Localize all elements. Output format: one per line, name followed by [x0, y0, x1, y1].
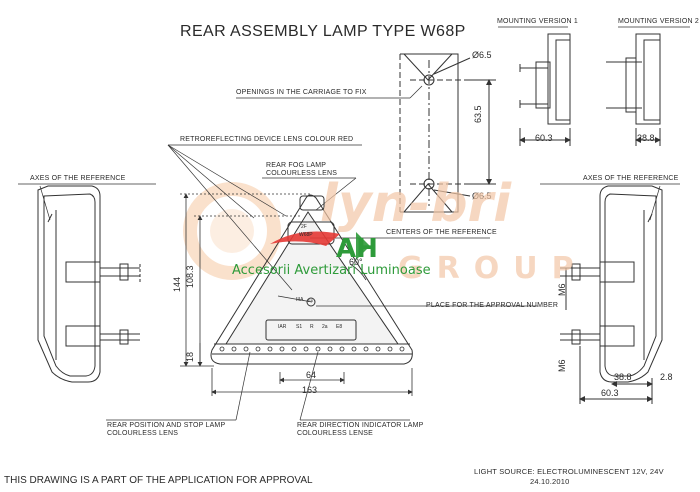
- dim-right-3: 60.3: [601, 388, 619, 398]
- lamp-dimensions: [180, 193, 413, 396]
- lamp-led: [255, 346, 261, 352]
- dim-base-total: 163: [302, 385, 318, 395]
- lamp-mark-approval-circle: E8: [308, 298, 313, 303]
- dim-base-inner: 64: [306, 370, 317, 380]
- lamp-led: [327, 346, 333, 352]
- dim-right-2: 2.8: [660, 372, 673, 382]
- dim-spacing: 63.5: [473, 105, 483, 123]
- footer-approval-note: THIS DRAWING IS A PART OF THE APPLICATIO…: [4, 475, 313, 486]
- drawing-title: REAR ASSEMBLY LAMP TYPE W68P: [180, 23, 466, 40]
- mounting-v1-label: MOUNTING VERSION 1: [497, 18, 578, 25]
- lamp-led: [291, 346, 297, 352]
- dim-hole-top: Ø6.5: [472, 50, 492, 60]
- lamp-led: [315, 346, 321, 352]
- retroreflecting-label: RETROREFLECTING DEVICE LENS COLOUR RED: [180, 136, 354, 143]
- dim-thread-2: M6: [557, 359, 567, 372]
- lamp-led: [219, 346, 225, 352]
- fog-lens-label: COLOURLESS LENS: [266, 170, 338, 177]
- dim-height-low: 18: [185, 351, 195, 362]
- watermark-brand: lyn-bri: [320, 174, 512, 234]
- lamp-mark-5: E8: [336, 324, 343, 330]
- mounting-v1-view: [519, 33, 571, 146]
- lamp-front-view: [210, 194, 413, 365]
- leader-lines: [18, 26, 690, 421]
- dim-height-total: 144: [172, 276, 182, 292]
- lamp-led: [363, 346, 369, 352]
- openings-label: OPENINGS IN THE CARRIAGE TO FIX: [236, 89, 367, 96]
- dim-v2-width: 38.8: [637, 133, 655, 143]
- watermark-ah-logo: [270, 231, 370, 260]
- left-side-view: [37, 185, 141, 383]
- direction-lens-label: COLOURLESS LENSE: [297, 430, 373, 437]
- lamp-mark-top1: 2F: [301, 224, 307, 230]
- approval-place-label: PLACE FOR THE APPROVAL NUMBER: [426, 302, 559, 309]
- footer-light-source: LIGHT SOURCE: ELECTROLUMINESCENT 12V, 24…: [474, 467, 664, 476]
- lamp-mark-approval: IIIA: [296, 297, 304, 303]
- fog-lamp-label: REAR FOG LAMP: [266, 162, 327, 169]
- position-lamp-label: REAR POSITION AND STOP LAMP: [107, 422, 226, 429]
- dim-hole-bottom: Ø6.5: [472, 191, 492, 201]
- lamp-led: [387, 346, 393, 352]
- lamp-mark-1: IAR: [278, 324, 287, 330]
- footer-date: 24.10.2010: [530, 477, 570, 486]
- lamp-mark-3: R: [310, 324, 314, 330]
- lamp-led: [243, 346, 249, 352]
- axes-left-label: AXES OF THE REFERENCE: [30, 175, 126, 182]
- carriage-plate-view: [399, 53, 496, 213]
- lamp-led: [231, 346, 237, 352]
- watermark-group: GROUP: [398, 251, 588, 286]
- lamp-led: [303, 346, 309, 352]
- axes-right-label: AXES OF THE REFERENCE: [583, 175, 679, 182]
- lamp-led: [267, 346, 273, 352]
- lamp-led: [375, 346, 381, 352]
- lamp-mark-4: 2a: [322, 324, 328, 330]
- lamp-led: [399, 346, 405, 352]
- lamp-led: [279, 346, 285, 352]
- lamp-led: [339, 346, 345, 352]
- lamp-led-row: [219, 346, 405, 352]
- watermark-logo: [183, 182, 281, 280]
- right-side-view: [560, 185, 663, 404]
- dim-height-mid: 108.3: [185, 265, 195, 288]
- centers-label: CENTERS OF THE REFERENCE: [386, 229, 497, 236]
- lamp-mark-top2: W68P: [299, 232, 313, 238]
- watermark-tagline: Accesorii Avertizari Luminoase: [232, 263, 431, 278]
- dim-angle: 60°: [349, 257, 363, 267]
- watermark-ah: AH: [336, 234, 378, 264]
- mounting-v2-label: MOUNTING VERSION 2: [618, 18, 699, 25]
- lamp-led: [351, 346, 357, 352]
- dim-v1-width: 60.3: [535, 133, 553, 143]
- dim-right-1: 38.8: [614, 372, 632, 382]
- direction-lamp-label: REAR DIRECTION INDICATOR LAMP: [297, 422, 424, 429]
- position-lens-label: COLOURLESS LENS: [107, 430, 179, 437]
- lamp-mark-2: S1: [296, 324, 303, 330]
- mounting-v2-view: [606, 33, 661, 146]
